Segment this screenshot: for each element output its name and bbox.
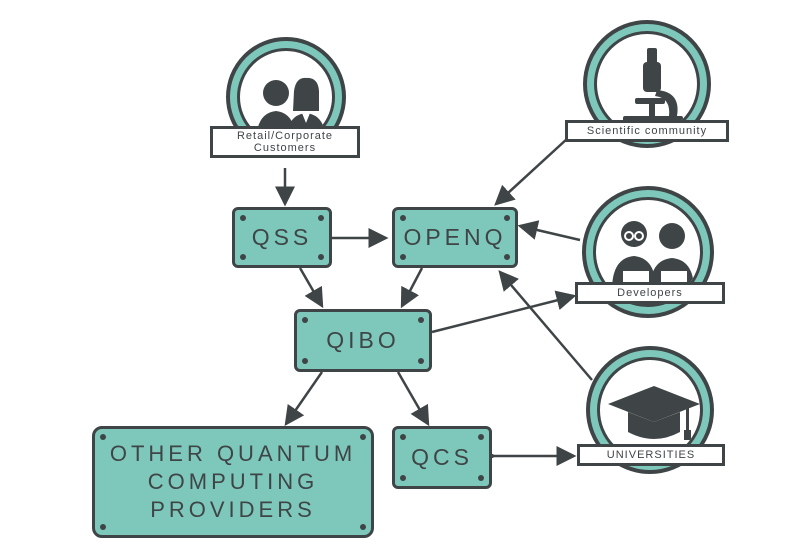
graduation-cap-icon	[608, 386, 700, 440]
tag-developers: Developers	[575, 282, 725, 304]
arrow-qss-to-qibo	[298, 267, 324, 309]
node-qibo-label: QIBO	[326, 327, 400, 353]
arrow-scientific-to-openq	[494, 137, 569, 206]
tag-retail: Retail/Corporate Customers	[210, 126, 360, 158]
tag-developers-label: Developers	[617, 287, 683, 299]
node-openq: OPENQ	[392, 207, 518, 268]
node-qcs-label: QCS	[411, 444, 473, 470]
tag-scientific-label: Scientific community	[586, 125, 708, 137]
arrow-universities-to-openq	[498, 270, 593, 381]
tag-retail-line1: Retail/Corporate	[236, 130, 334, 142]
node-qss: QSS	[232, 207, 332, 268]
arrow-openq-to-qibo	[400, 267, 424, 309]
node-qss-label: QSS	[251, 224, 313, 250]
arrow-developers-to-openq	[517, 220, 581, 242]
node-other-providers: OTHER QUANTUM COMPUTING PROVIDERS	[92, 426, 374, 538]
node-other-line2: COMPUTING	[147, 469, 319, 494]
node-qibo: QIBO	[294, 309, 432, 372]
tag-scientific: Scientific community	[565, 120, 729, 142]
tag-retail-line2: Customers	[253, 142, 317, 154]
arrow-qibo-to-other	[284, 371, 324, 427]
node-openq-label: OPENQ	[403, 224, 507, 250]
node-other-line1: OTHER QUANTUM	[109, 441, 357, 466]
node-other-line3: PROVIDERS	[150, 497, 316, 522]
arrow-qibo-to-developers	[431, 290, 577, 334]
arrow-qibo-to-qcs	[396, 371, 430, 427]
tag-universities-label: UNIVERSITIES	[606, 449, 696, 461]
node-qcs: QCS	[392, 426, 492, 489]
tag-universities: UNIVERSITIES	[577, 444, 725, 466]
